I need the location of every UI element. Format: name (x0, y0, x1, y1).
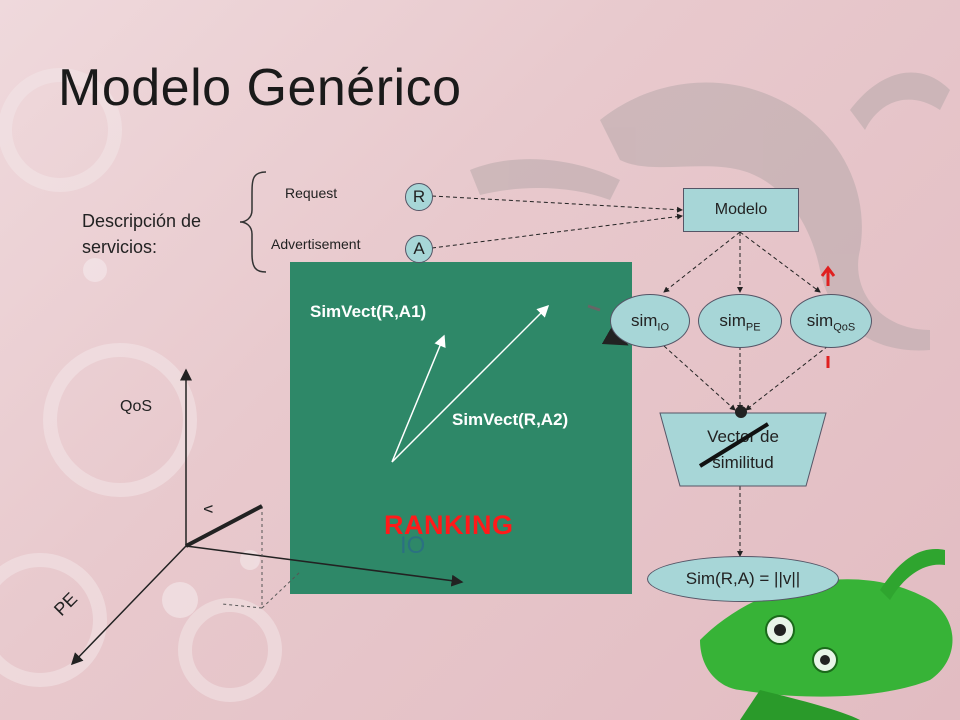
green-lizard-image (700, 549, 953, 720)
description-bracket (239, 171, 267, 273)
vector-line-2: similitud (712, 453, 774, 472)
sim-pe-node: simPE (698, 294, 782, 348)
io-axis (185, 545, 464, 587)
sim-formula-node: Sim(R,A) = ||v|| (647, 556, 839, 602)
ranking-panel (290, 262, 632, 594)
services-description-label: Descripción de servicios: (82, 208, 201, 260)
sim-io-base: sim (630, 311, 658, 330)
qos-axis-label: QoS (120, 398, 153, 415)
sim-qos-base: sim (806, 311, 834, 330)
modelo-to-simio-arrow (663, 231, 741, 293)
sim-io-sub: IO (657, 321, 670, 334)
vector-line-1: Vector de (707, 427, 779, 446)
description-line-1: Descripción de (82, 211, 202, 231)
ranking-label: RANKING (384, 510, 514, 540)
slide-title: Modelo Genérico (58, 59, 462, 117)
vector-similitud-label: Vector de similitud (680, 424, 806, 476)
request-node-r: R (405, 183, 433, 211)
sim-pe-base: sim (719, 311, 746, 330)
modelo-box: Modelo (683, 188, 799, 232)
projection-line (221, 603, 263, 609)
sim-qos-sub: QoS (833, 321, 856, 334)
v-vector (185, 504, 263, 548)
simvect-a1-arrow (391, 334, 446, 463)
advertisement-label: Advertisement (271, 236, 361, 252)
red-arrow-mark (601, 323, 629, 346)
simvect-a2-arrow (391, 304, 550, 463)
request-label: Request (285, 185, 338, 201)
grey-lizard-image (470, 72, 950, 351)
simvect-a2-label: SimVect(R,A2) (452, 410, 569, 429)
v-vector-label: v (200, 505, 217, 513)
red-up-arrow (820, 265, 836, 286)
sim-io-node: simIO (610, 294, 690, 348)
grey-dash-mark (587, 304, 601, 312)
sim-pe-sub: PE (745, 321, 761, 334)
simio-to-vector-arrow (663, 345, 736, 411)
projection-line (261, 571, 301, 609)
pe-axis (70, 545, 187, 666)
r-to-modelo-arrow (431, 195, 683, 213)
a-to-modelo-arrow (431, 213, 683, 249)
simqos-to-vector-arrow (745, 345, 829, 411)
advertisement-node-a: A (405, 235, 433, 263)
modelo-to-simqos-arrow (739, 231, 821, 293)
simvect-a1-label: SimVect(R,A1) (310, 302, 427, 321)
io-axis-label: IO (400, 532, 426, 559)
sim-qos-node: simQoS (790, 294, 872, 348)
description-line-2: servicios: (82, 237, 158, 257)
